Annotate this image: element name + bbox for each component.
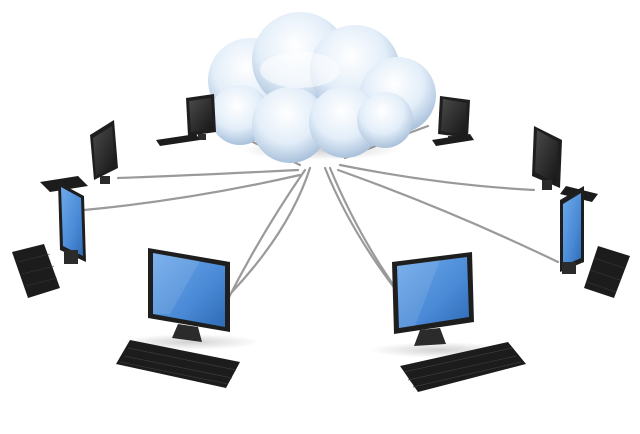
cable-to-front-left-2: [223, 168, 307, 307]
computer-left-upper: [40, 120, 118, 192]
cable-to-front-left: [230, 166, 312, 294]
cable-to-front-right: [323, 166, 398, 292]
computer-back-right: [432, 96, 474, 146]
cable-to-right-upper: [338, 163, 536, 192]
computer-front-right: [370, 252, 526, 392]
cloud-icon: [208, 12, 436, 163]
stand-front-left: [172, 324, 202, 342]
computer-left-middle: [12, 182, 86, 298]
cable-to-left-upper: [116, 168, 300, 180]
keyboard-back-right: [432, 134, 474, 146]
computer-right-upper: [532, 126, 598, 202]
keyboard-left-upper: [40, 176, 88, 192]
keyboard-right-middle: [584, 246, 630, 298]
computer-back-left: [156, 94, 216, 146]
keyboard-back-left: [156, 134, 200, 146]
computer-right-middle: [560, 186, 630, 298]
network-cables: [82, 124, 560, 307]
stand-front-right: [414, 328, 446, 346]
keyboard-front-right: [400, 342, 526, 392]
cable-to-right-middle: [336, 168, 560, 264]
cable-to-left-middle: [82, 173, 302, 212]
computer-front-left: [116, 248, 260, 388]
keyboard-left-middle: [12, 244, 60, 298]
